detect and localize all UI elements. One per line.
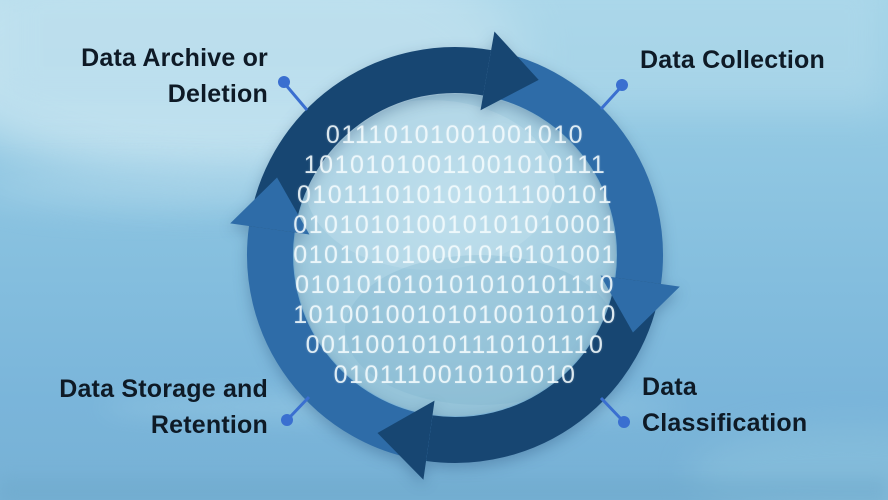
label-line: Deletion	[167, 80, 268, 108]
cycle-arrowhead-bottom-icon	[377, 400, 435, 480]
label-line: Retention	[150, 411, 268, 439]
connector-archive-dot	[278, 76, 290, 88]
label-data-classification: Data Classification	[642, 369, 882, 441]
connector-collection-dot	[616, 79, 628, 91]
label-line: Data Storage and	[59, 375, 268, 403]
label-data-collection: Data Collection	[640, 42, 880, 78]
connector-classification-dot	[618, 416, 630, 428]
label-line: Data Archive or	[81, 44, 268, 72]
disc-highlight-blob	[305, 100, 555, 270]
label-line: Classification	[642, 409, 808, 437]
label-data-storage-and-retention: Data Storage and Retention	[28, 371, 268, 443]
connector-collection	[599, 85, 623, 111]
cycle-arrowhead-top-icon	[480, 31, 539, 111]
connector-storage	[287, 395, 311, 420]
label-data-archive-or-deletion: Data Archive or Deletion	[36, 40, 268, 112]
cycle-arrowhead-left-icon	[230, 177, 310, 235]
binary-disc	[294, 94, 616, 416]
label-line: Data Collection	[640, 46, 825, 74]
connector-storage-dot	[281, 414, 293, 426]
disc-shadow-blob	[345, 255, 615, 405]
cycle-arrowhead-right-icon	[600, 275, 680, 333]
connector-archive	[283, 83, 309, 111]
label-line: Data	[642, 373, 697, 401]
connector-classification	[599, 396, 624, 422]
